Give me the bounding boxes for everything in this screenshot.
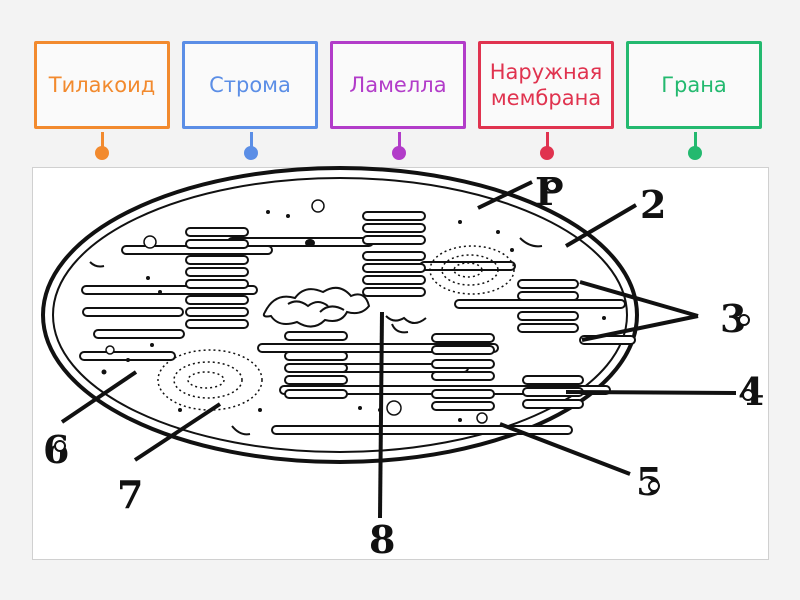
tile-stroma[interactable]: Строма (182, 41, 318, 129)
drop-target[interactable] (54, 440, 66, 452)
inner-membrane (52, 177, 628, 453)
tile-label-line: Наружная (489, 60, 603, 84)
tile-label: Грана (661, 73, 727, 97)
label-7: 7 (117, 472, 143, 517)
dna-region (262, 286, 427, 334)
tile-label: Ламелла (349, 73, 447, 97)
tile-drop-dot[interactable] (392, 146, 406, 160)
tile-connector (101, 132, 104, 150)
granum-stacks (185, 211, 584, 411)
tile-drop-dot[interactable] (540, 146, 554, 160)
tile-label: Тилакоид (48, 73, 156, 97)
drop-target-circles (54, 180, 754, 492)
small-vesicles (105, 199, 488, 424)
tile-label: Строма (209, 73, 291, 97)
tile-drop-dot[interactable] (244, 146, 258, 160)
ribosome-rings (157, 245, 515, 411)
leader-lines (60, 180, 737, 519)
drop-target[interactable] (546, 180, 558, 192)
drop-target[interactable] (738, 314, 750, 326)
inner-membrane-folds (89, 237, 543, 436)
tile-connector (250, 132, 253, 150)
answer-tiles: Тилакоид Строма Ламелла Наружная мембран… (0, 0, 800, 170)
drop-target[interactable] (742, 389, 754, 401)
label-8: 8 (369, 517, 395, 562)
stroma-granules (101, 210, 606, 422)
tile-label: Наружная мембрана (490, 59, 603, 111)
tile-grana[interactable]: Грана (626, 41, 762, 129)
label-2: 2 (640, 182, 666, 227)
tile-lamella[interactable]: Ламелла (330, 41, 466, 129)
tile-thylakoid[interactable]: Тилакоид (34, 41, 170, 129)
tile-label-line: мембрана (490, 86, 602, 110)
outer-membrane (41, 166, 639, 464)
tile-drop-dot[interactable] (95, 146, 109, 160)
label-p: P (535, 169, 564, 214)
tile-connector (398, 132, 401, 150)
tile-outer-membrane[interactable]: Наружная мембрана (478, 41, 614, 129)
tile-connector (694, 132, 697, 150)
tile-drop-dot[interactable] (688, 146, 702, 160)
tile-connector (546, 132, 549, 150)
label-5: 5 (636, 459, 662, 504)
drop-target[interactable] (648, 480, 660, 492)
